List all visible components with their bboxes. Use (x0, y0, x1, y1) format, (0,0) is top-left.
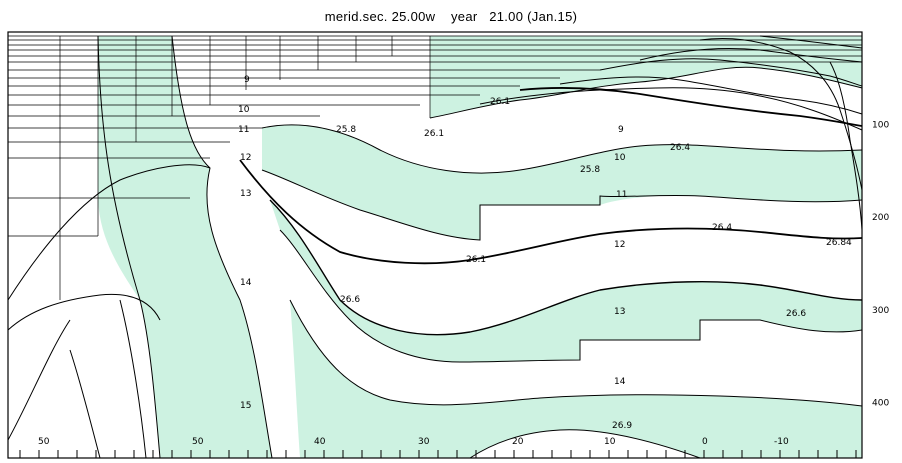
density-label-h: 26.1 (466, 255, 486, 265)
density-label-k: 26.9 (612, 421, 632, 431)
x-axis-labels: 50 50 40 30 20 10 0 -10 (38, 437, 789, 447)
temp-label-9b: 9 (618, 125, 624, 135)
band-left-warm (98, 36, 272, 458)
density-label-j: 26.6 (786, 309, 806, 319)
temperature-labels: 9 10 11 12 13 14 15 9 10 11 12 13 14 (238, 75, 627, 411)
chart-title: merid.sec. 25.00w year 21.00 (Jan.15) (324, 9, 578, 24)
y-axis-labels: 100 200 300 400 (872, 121, 889, 409)
temp-label-13b: 13 (614, 307, 625, 317)
density-label-e: 26.4 (670, 143, 690, 153)
density-label-a: 26.1 (490, 97, 510, 107)
x-tick-label-5: 20 (512, 437, 524, 447)
temp-label-10b: 10 (614, 153, 626, 163)
x-tick-label-3: 40 (314, 437, 326, 447)
band-temp-11 (262, 124, 862, 240)
density-label-c: 26.1 (424, 129, 444, 139)
temp-label-15a: 15 (240, 401, 251, 411)
y-tick-label: 100 (872, 121, 889, 131)
plot-frame (7, 31, 863, 459)
y-tick-label: 300 (872, 306, 889, 316)
density-labels: 26.1 25.8 26.1 25.8 26.4 26.4 26.84 26.1… (336, 97, 852, 431)
temp-label-13a: 13 (240, 189, 251, 199)
temp-label-10a: 10 (238, 105, 250, 115)
x-tick-label-7: 0 (702, 437, 708, 447)
x-tick-label-4: 30 (418, 437, 430, 447)
density-label-f: 26.4 (712, 223, 732, 233)
band-temp-13 (270, 200, 862, 362)
x-tick-label-6: 10 (604, 437, 616, 447)
temp-label-12a: 12 (240, 153, 251, 163)
contour-lines (7, 35, 863, 459)
density-label-i: 26.6 (340, 295, 360, 305)
y-tick-label: 200 (872, 213, 889, 223)
shaded-bands (98, 36, 862, 458)
x-tick-label-8: -10 (774, 437, 789, 447)
temp-label-12b: 12 (614, 240, 625, 250)
x-axis-ticks (19, 450, 857, 458)
band-temp-15 (290, 300, 862, 458)
density-label-g: 26.84 (826, 238, 852, 248)
temp-label-11b: 11 (616, 190, 627, 200)
temp-label-14a: 14 (240, 278, 252, 288)
x-tick-label-1: 50 (38, 437, 50, 447)
density-label-d: 25.8 (580, 165, 600, 175)
temp-label-9a: 9 (244, 75, 250, 85)
x-tick-label-2: 50 (192, 437, 204, 447)
temp-label-14b: 14 (614, 377, 626, 387)
density-label-b: 25.8 (336, 125, 356, 135)
vertical-grid-lines (59, 36, 431, 300)
temp-label-11a: 11 (238, 125, 249, 135)
y-tick-label: 400 (872, 398, 889, 408)
